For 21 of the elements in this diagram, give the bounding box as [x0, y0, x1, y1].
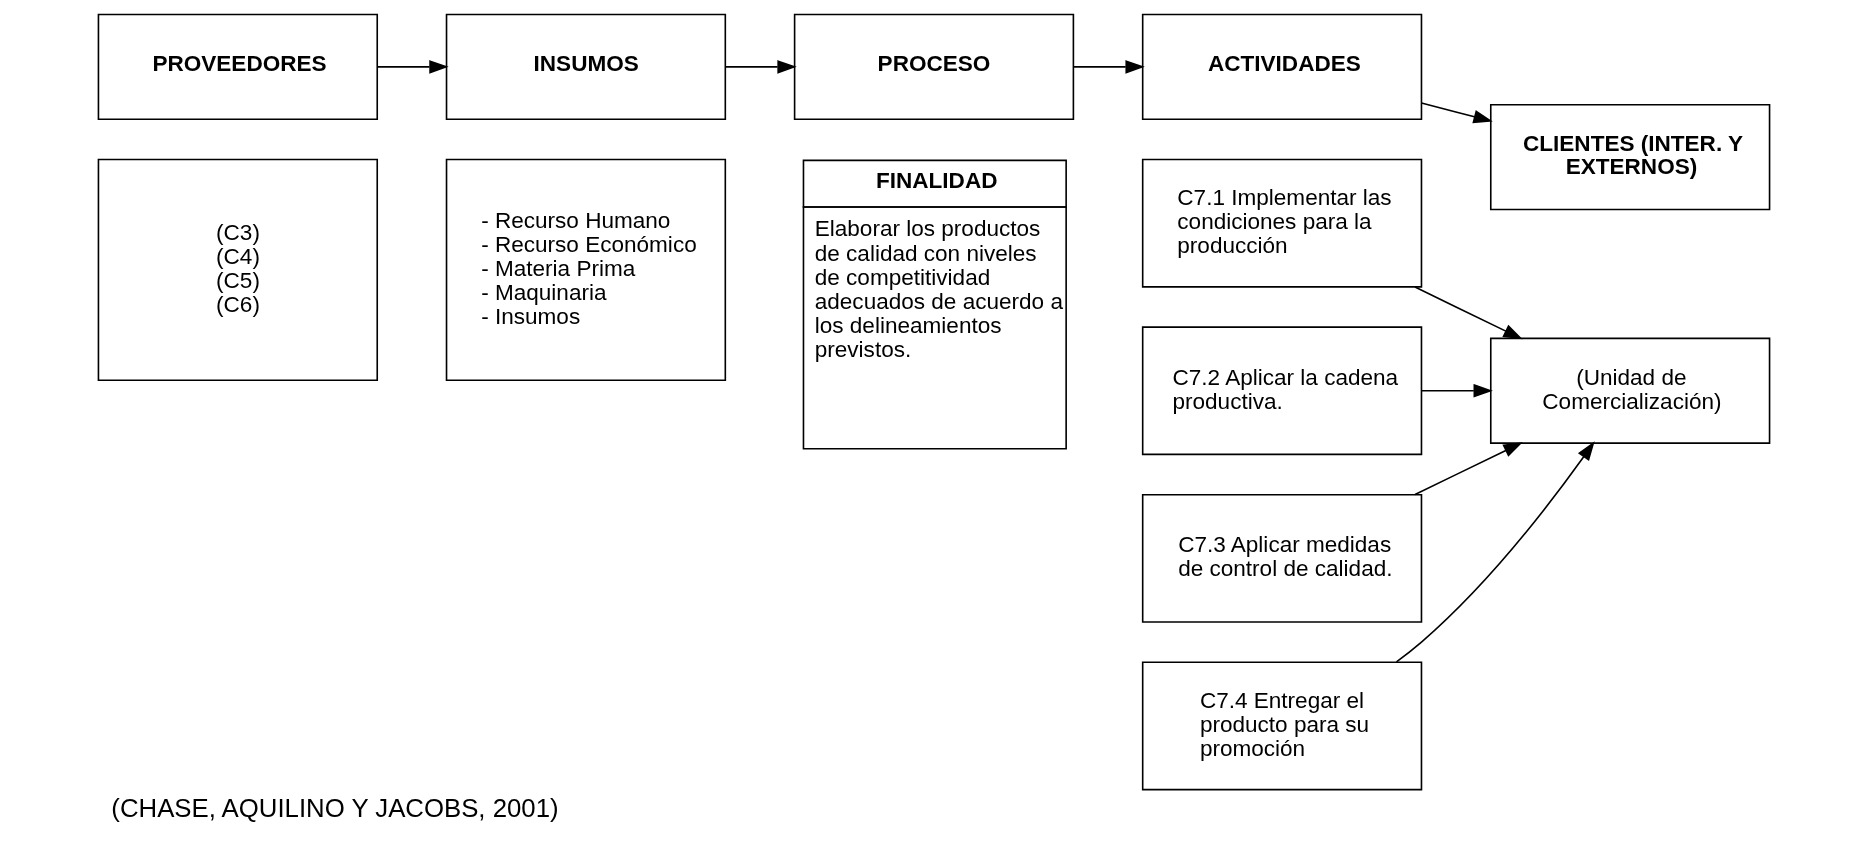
node-box: PROCESO	[793, 13, 1074, 121]
node-box: - Recurso Humano - Recurso Económico - Materia Prima - Maquinaria - Insumos	[445, 158, 726, 382]
node-box: INSUMOS	[445, 13, 726, 121]
arrow	[1413, 286, 1523, 340]
node-box: CLIENTES (INTER. Y EXTERNOS)	[1489, 103, 1770, 211]
caption: (CHASE, AQUILINO Y JACOBS, 2001)	[110, 793, 559, 822]
node-box: (C3) (C4) (C5) (C6)	[97, 158, 378, 382]
arrow	[1420, 384, 1493, 398]
node-box: (Unidad de Comercialización)	[1489, 337, 1770, 444]
arrow	[724, 60, 797, 74]
node-box: C7.3 Aplicar medidas de control de calidad.	[1141, 493, 1422, 623]
arrow	[1072, 60, 1145, 74]
node-box: C7.2 Aplicar la cadena productiva.	[1141, 326, 1422, 456]
arrow	[1420, 102, 1493, 124]
node-box: C7.1 Implementar las condiciones para la producción	[1141, 158, 1422, 288]
node-box: C7.4 Entregar el producto para su promoción	[1141, 661, 1422, 791]
node-box: ACTIVIDADES	[1141, 13, 1422, 121]
arrow	[1413, 442, 1523, 496]
arrow	[375, 60, 449, 74]
arrow	[1395, 441, 1595, 663]
node-box: PROVEEDORES	[97, 13, 378, 121]
